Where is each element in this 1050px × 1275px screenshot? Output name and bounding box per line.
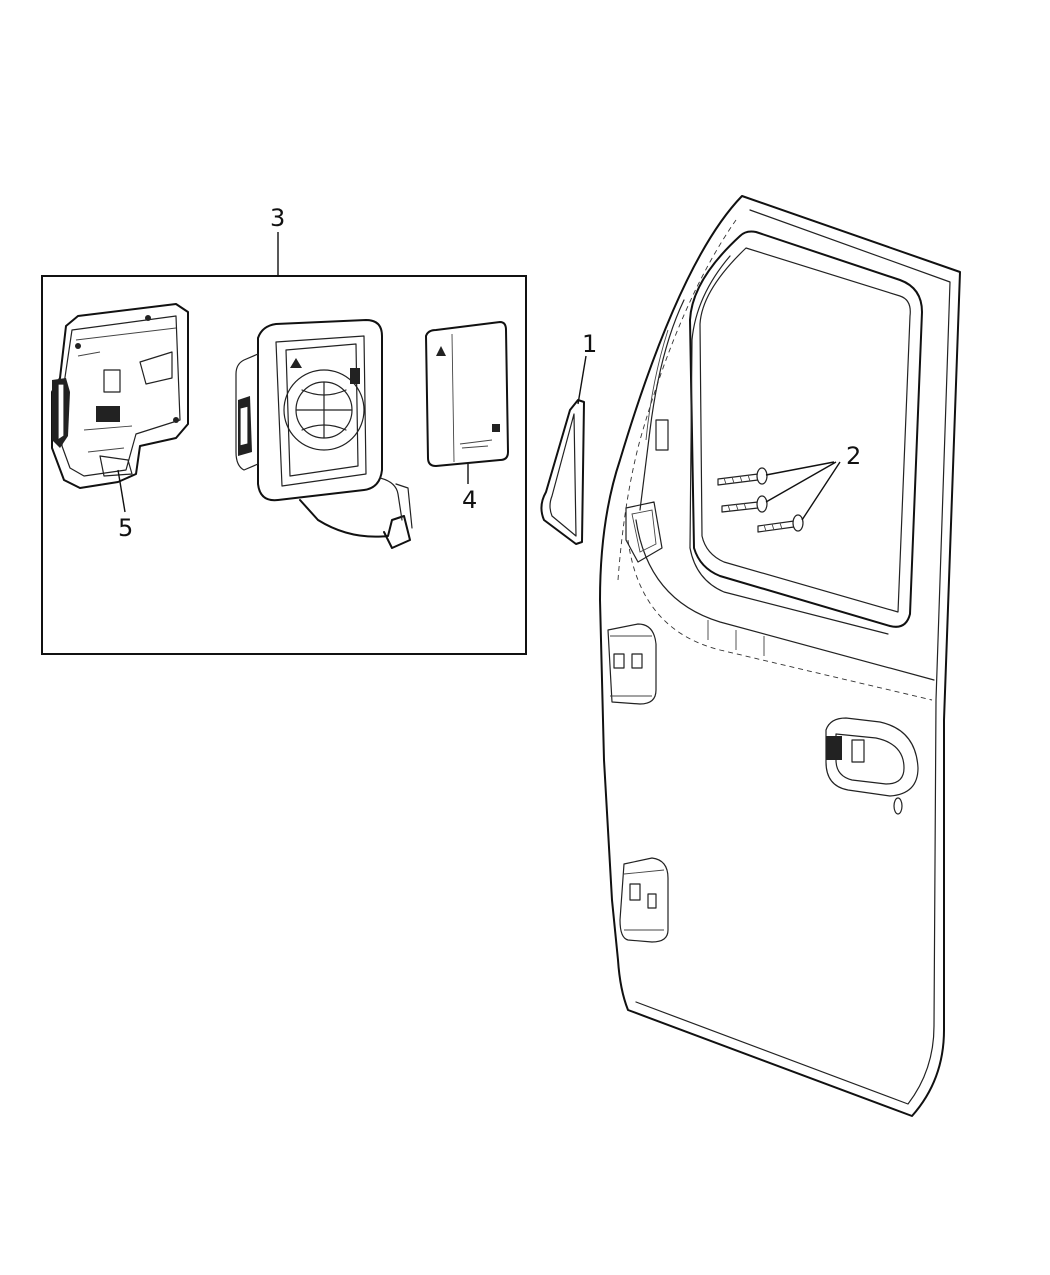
- screw-part: [717, 461, 841, 533]
- callout-4: 4: [462, 486, 477, 514]
- callout-3: 3: [270, 204, 285, 232]
- door-panel: [599, 195, 961, 1117]
- screw-1: [717, 467, 768, 486]
- mirror-glass-part: [425, 321, 509, 484]
- callout-2: 2: [846, 442, 861, 470]
- callout-1: 1: [582, 330, 597, 358]
- mirror-housing-part: [235, 319, 413, 549]
- lower-hinge-pocket: [619, 857, 669, 943]
- door-handle-pocket: [825, 717, 919, 815]
- screw-2: [721, 495, 768, 513]
- upper-hinge-pocket: [607, 623, 657, 705]
- mirror-kit-box: [41, 232, 527, 655]
- door-seal-part: [540, 355, 587, 545]
- mirror-cover-part: [51, 303, 189, 513]
- callout-5: 5: [118, 514, 133, 542]
- screw-3: [757, 514, 804, 533]
